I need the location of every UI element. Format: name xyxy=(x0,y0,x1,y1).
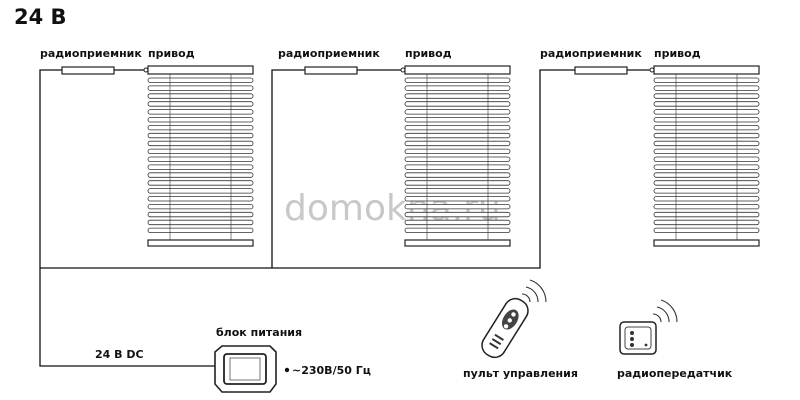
slat xyxy=(404,227,511,234)
slat xyxy=(653,77,760,83)
bottom-rail xyxy=(404,239,511,247)
slat xyxy=(404,180,511,186)
slat xyxy=(653,132,760,139)
slat xyxy=(147,77,254,83)
headrail xyxy=(147,65,254,75)
transmitter-signal-waves xyxy=(652,299,678,323)
bottom-rail xyxy=(653,239,760,247)
diagram-title: 24 В xyxy=(14,5,67,29)
slat xyxy=(404,164,511,170)
slat xyxy=(404,140,511,147)
bottom-rail xyxy=(147,239,254,247)
transmitter-label: радиопередатчик xyxy=(617,367,733,380)
slat xyxy=(404,77,511,83)
slat xyxy=(147,227,254,234)
slat xyxy=(653,188,760,194)
slat xyxy=(404,125,511,131)
remote-signal-waves xyxy=(521,279,547,303)
slat xyxy=(147,164,254,170)
slat xyxy=(653,156,760,162)
slat xyxy=(404,219,511,226)
receiver-label-3: радиоприемник xyxy=(540,47,642,60)
slat xyxy=(147,219,254,226)
slat xyxy=(653,164,760,170)
slat xyxy=(147,140,254,147)
slat xyxy=(653,85,760,91)
slat xyxy=(147,101,254,107)
slat xyxy=(653,172,760,178)
slat xyxy=(404,117,511,123)
slat xyxy=(404,101,511,107)
slat xyxy=(147,188,254,194)
dc-voltage-label: 24 В DC xyxy=(95,348,144,361)
slat xyxy=(147,196,254,202)
remote-control-icon xyxy=(481,297,529,359)
radio-transmitter-icon xyxy=(619,321,657,355)
slat xyxy=(147,109,254,115)
slat xyxy=(147,180,254,186)
receiver-label-1: радиоприемник xyxy=(40,47,142,60)
wiring xyxy=(39,69,575,367)
slat xyxy=(404,109,511,115)
drive-label-1: привод xyxy=(148,47,195,60)
drive-label-3: привод xyxy=(654,47,701,60)
radio-receiver xyxy=(61,66,115,75)
drive-connector xyxy=(400,67,406,73)
slat xyxy=(147,93,254,99)
slat xyxy=(147,203,254,210)
radio-receiver xyxy=(574,66,628,75)
slat xyxy=(653,109,760,115)
slat xyxy=(404,203,511,210)
drive-label-2: привод xyxy=(405,47,452,60)
ac-terminal-dot xyxy=(284,367,290,373)
slat xyxy=(653,227,760,234)
power-supply-icon xyxy=(214,345,277,393)
drive-connector xyxy=(143,67,149,73)
receiver-label-2: радиоприемник xyxy=(278,47,380,60)
slat xyxy=(653,140,760,147)
slat xyxy=(653,117,760,123)
slat xyxy=(147,85,254,91)
slat xyxy=(404,196,511,202)
blind-unit-3 xyxy=(574,65,760,247)
slat xyxy=(147,211,254,218)
remote-label: пульт управления xyxy=(463,367,578,380)
slat xyxy=(147,172,254,178)
slat xyxy=(653,219,760,226)
slat xyxy=(404,156,511,162)
power-supply-label: блок питания xyxy=(216,326,302,339)
ac-voltage-label: ~230В/50 Гц xyxy=(292,364,371,377)
slat xyxy=(653,93,760,99)
blind-unit-1 xyxy=(61,65,254,247)
slat xyxy=(653,203,760,210)
slat xyxy=(404,188,511,194)
radio-receiver xyxy=(304,66,358,75)
slat xyxy=(404,132,511,139)
slat xyxy=(147,148,254,155)
headrail xyxy=(404,65,511,75)
slat xyxy=(147,117,254,123)
slat xyxy=(147,156,254,162)
slat xyxy=(653,180,760,186)
slat xyxy=(653,211,760,218)
slat xyxy=(653,125,760,131)
headrail xyxy=(653,65,760,75)
slat xyxy=(404,211,511,218)
slat xyxy=(147,132,254,139)
slat xyxy=(404,85,511,91)
blind-unit-2 xyxy=(304,65,511,247)
slat xyxy=(653,101,760,107)
slat xyxy=(404,172,511,178)
slat xyxy=(147,125,254,131)
slat xyxy=(404,148,511,155)
slat xyxy=(653,196,760,202)
slat xyxy=(404,93,511,99)
slat xyxy=(653,148,760,155)
